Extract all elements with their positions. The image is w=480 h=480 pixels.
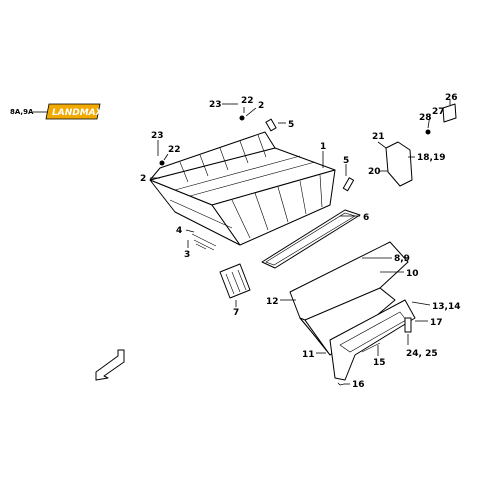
side-panel-upper	[289, 241, 409, 356]
part-26-shape	[442, 103, 457, 123]
callout-1: 1	[320, 142, 326, 152]
side-panel-10	[304, 287, 396, 356]
callout-15: 15	[373, 358, 386, 368]
callout-5-right: 5	[343, 156, 349, 166]
callout-21: 21	[372, 132, 385, 142]
callout-16: 16	[352, 380, 365, 390]
cargo-mat	[261, 209, 361, 269]
callout-20: 20	[368, 167, 381, 177]
callout-3: 3	[184, 250, 190, 260]
callout-22-left: 22	[168, 145, 181, 155]
callout-12: 12	[266, 297, 279, 307]
cargo-box-back-wall	[149, 131, 276, 181]
callout-23-top: 23	[209, 100, 222, 110]
fastener-5a	[265, 118, 277, 132]
callout-24-25: 24, 25	[406, 349, 438, 359]
callout-2-top: 2	[258, 101, 264, 111]
side-panel-13-14	[329, 299, 416, 381]
callout-6: 6	[363, 213, 369, 223]
leader-lines	[150, 100, 451, 386]
landmax-logo: 8A,9A LANDMAX	[10, 103, 104, 120]
screw-28	[425, 129, 431, 135]
front-direction-arrow	[95, 349, 125, 381]
fastener-5b	[342, 177, 355, 192]
callout-10: 10	[406, 269, 419, 279]
callout-7: 7	[233, 308, 239, 318]
screw-22b	[159, 160, 165, 166]
part-26	[442, 103, 457, 123]
callout-8-9: 8,9	[394, 254, 410, 264]
callout-17: 17	[430, 318, 443, 328]
bolts-4	[191, 233, 217, 251]
cargo-box-front-wall	[211, 169, 336, 246]
logo-text: LANDMAX	[52, 108, 104, 118]
callout-13-14: 13,14	[432, 302, 460, 312]
part-18-19-shape	[385, 141, 413, 187]
callout-11: 11	[302, 350, 315, 360]
callout-28: 28	[419, 113, 432, 123]
callout-23-left: 23	[151, 131, 164, 141]
callout-4: 4	[176, 226, 182, 236]
cargo-box	[149, 131, 336, 246]
callout-2-left: 2	[140, 174, 146, 184]
logo-callout: 8A,9A	[10, 108, 34, 116]
callout-18-19: 18,19	[417, 153, 445, 163]
callout-27: 27	[432, 107, 445, 117]
callout-labels: 23 22 2 5 23 22 2 1 5 6 4 3 7 8,9 10 12 …	[140, 93, 460, 390]
callout-5-top: 5	[288, 120, 294, 130]
callout-22-top: 22	[241, 96, 254, 106]
part-18-19	[385, 141, 413, 187]
callout-26: 26	[445, 93, 458, 103]
clips-7	[219, 263, 251, 299]
bracket-24-25	[404, 317, 412, 333]
logo-badge-shape	[45, 103, 101, 120]
screw-22a	[239, 115, 245, 121]
